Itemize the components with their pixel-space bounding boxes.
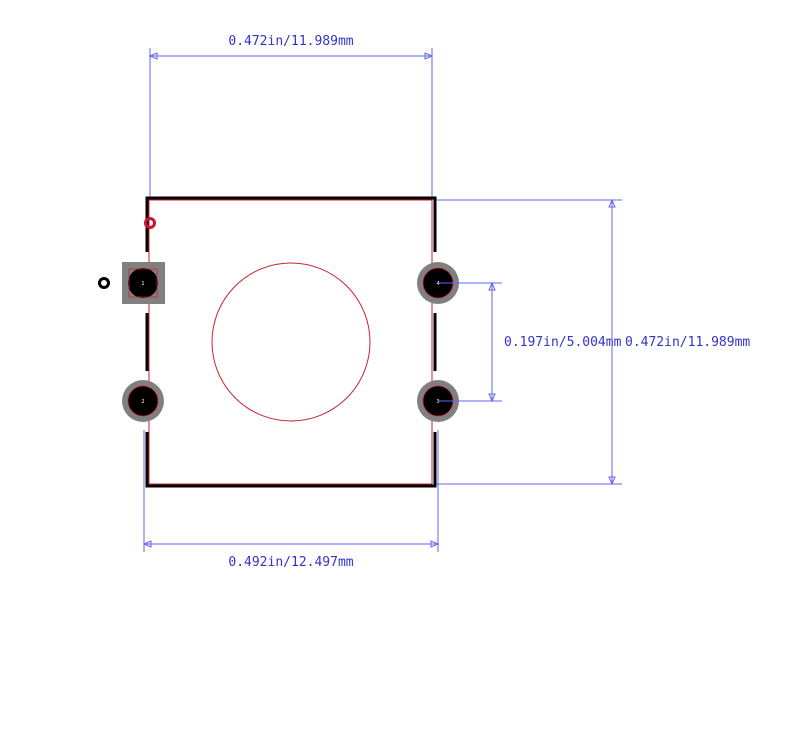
- silkscreen-bottom: [145, 432, 437, 488]
- bottom-dimension-label: 0.492in/12.497mm: [228, 555, 353, 570]
- pad-1-outline: [128, 268, 158, 298]
- pad-2-hole: [128, 386, 158, 416]
- top-dimension: [148, 48, 434, 200]
- pad-4-label: 4: [436, 281, 439, 287]
- pin1-silk-dot: [98, 277, 110, 289]
- top-dimension-arrow-right: [424, 52, 434, 60]
- courtyard-outline: [148, 199, 433, 485]
- top-dimension-arrow-left: [148, 52, 158, 60]
- bottom-dimension-arrow-left: [142, 540, 152, 548]
- pad-1-hole: [128, 268, 158, 298]
- pitch-dimension-arrow-top: [488, 281, 496, 291]
- pad-1: 1: [122, 262, 165, 304]
- pitch-dimension-label: 0.197in/5.004mm: [504, 335, 622, 350]
- pad-1-label: 1: [141, 281, 144, 287]
- height-dimension-arrow-bottom: [608, 476, 616, 486]
- height-dimension: [436, 198, 622, 486]
- silkscreen-outline: [145, 196, 437, 488]
- bottom-dimension-arrow-right: [430, 540, 440, 548]
- pad-2-outline: [127, 385, 159, 417]
- pad-3-label: 3: [436, 399, 439, 405]
- pad-2-label: 2: [141, 399, 144, 405]
- pin1-marker: [144, 217, 156, 229]
- height-dimension-arrow-top: [608, 198, 616, 208]
- actuator-circle: [211, 262, 371, 422]
- pitch-dimension-arrow-bottom: [488, 393, 496, 403]
- height-dimension-label: 0.472in/11.989mm: [625, 335, 750, 350]
- bottom-dimension: [142, 430, 440, 552]
- pad-2: 2: [122, 380, 164, 422]
- silkscreen-top: [145, 196, 437, 252]
- top-dimension-label: 0.472in/11.989mm: [228, 34, 353, 49]
